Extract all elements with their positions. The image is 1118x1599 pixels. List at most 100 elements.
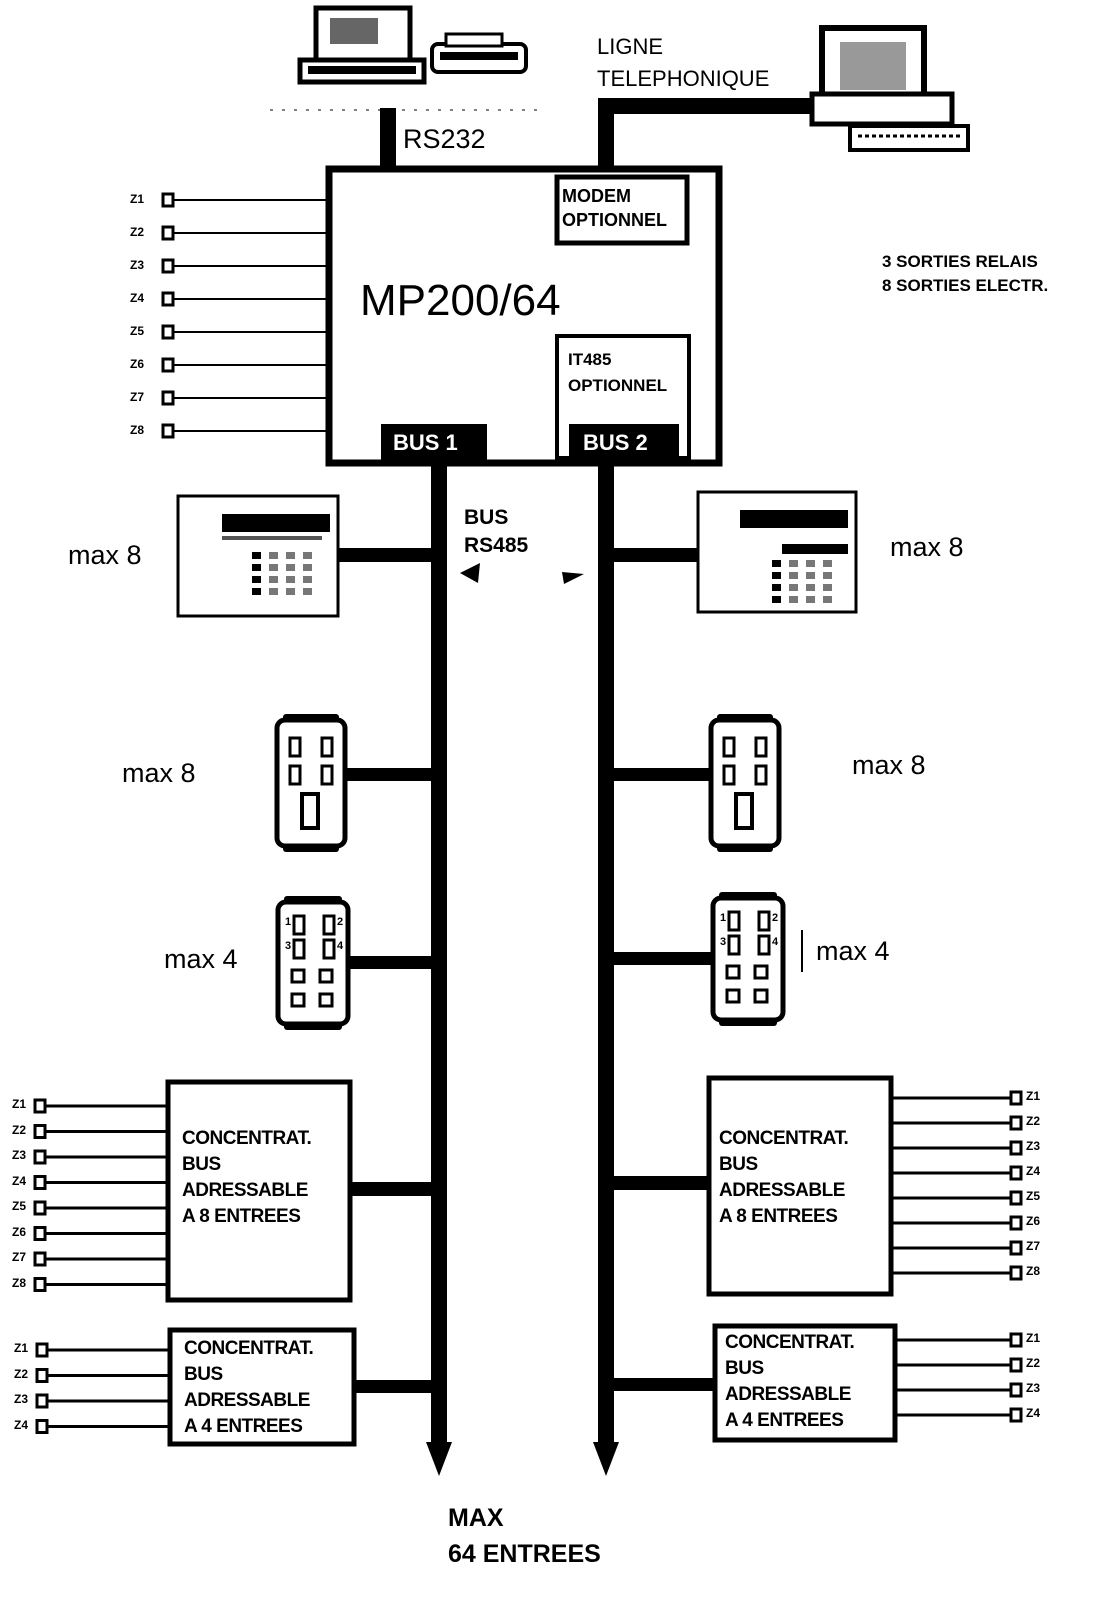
right-conc8-zone-label: Z1: [1026, 1089, 1041, 1103]
concentrator-zone-wires: [33, 1090, 1023, 1434]
printer-icon: [430, 32, 528, 74]
bus2-block: [569, 424, 679, 460]
right-conc4-line: CONCENTRAT.: [725, 1332, 855, 1353]
main-unit-title: MP200/64: [360, 276, 561, 325]
left-conc8-zone-label: Z7: [12, 1250, 27, 1264]
expander-left-number: 3: [285, 940, 292, 952]
it485-label-1: IT485: [568, 350, 612, 369]
right-conc4-zone-label: Z3: [1026, 1381, 1041, 1395]
right-conc8-line: A 8 ENTREES: [719, 1206, 838, 1227]
right-conc4-zone-label: Z2: [1026, 1356, 1041, 1370]
keypad-right-icon: [696, 490, 858, 614]
left-conc4-zone-label: Z1: [14, 1341, 29, 1355]
main-zone-label: Z6: [130, 357, 145, 371]
main-zone-label: Z5: [130, 324, 145, 338]
main-zone-label: Z2: [130, 225, 145, 239]
left-conc4-zone-label: Z3: [14, 1392, 29, 1406]
left-conc4-zone-label: Z2: [14, 1366, 29, 1381]
bus2-label: BUS 2: [583, 430, 648, 455]
expander-left-number: 1: [285, 916, 292, 928]
left-conc8-line: BUS: [182, 1154, 221, 1175]
laptop-icon: [297, 5, 427, 85]
expander-right-number: 1: [720, 912, 727, 924]
left-keypad-max: max 8: [68, 540, 142, 570]
reader-left-icon: [274, 714, 348, 852]
right-conc8-zone-label: Z7: [1026, 1239, 1041, 1253]
expander-right-icon: [710, 892, 786, 1026]
left-conc8-zone-label: Z5: [12, 1199, 27, 1213]
outputs-label-2: 8 SORTIES ELECTR.: [882, 276, 1049, 295]
right-conc8-line: CONCENTRAT.: [719, 1128, 849, 1149]
phone-line-label-1: LIGNE: [597, 34, 664, 59]
left-conc4-line: BUS: [184, 1364, 223, 1385]
footer-entries: 64 ENTREES: [448, 1540, 601, 1568]
it485-label-2: OPTIONNEL: [568, 376, 668, 395]
left-reader-max: max 8: [122, 758, 196, 788]
left-conc8-box: [165, 1079, 353, 1303]
main-zone-label: Z7: [130, 390, 145, 404]
right-conc4-zone-label: Z4: [1026, 1406, 1041, 1420]
right-conc8-line: BUS: [719, 1154, 758, 1175]
bus-rs485-label-2: RS485: [464, 534, 529, 557]
rs232-label: RS232: [403, 124, 486, 154]
reader-right-icon: [708, 714, 782, 852]
right-conc4-zone-label: Z1: [1026, 1331, 1041, 1345]
right-conc8-zone-label: Z5: [1026, 1189, 1041, 1203]
expander-left-number: 2: [337, 916, 344, 928]
keypad-left-icon: [176, 494, 340, 618]
main-zone-label: Z4: [130, 291, 145, 305]
phone-line-label-2: TELEPHONIQUE: [597, 66, 770, 91]
right-conc4-line: ADRESSABLE: [725, 1384, 851, 1405]
right-conc8-box: [706, 1075, 894, 1297]
left-conc4-zone-label: Z4: [14, 1417, 29, 1432]
left-conc8-zone-label: Z6: [12, 1224, 27, 1239]
left-expander-max: max 4: [164, 944, 238, 974]
main-zone-label: Z3: [130, 258, 145, 272]
left-conc4-line: CONCENTRAT.: [184, 1338, 314, 1359]
left-conc8-zone-label: Z1: [12, 1097, 27, 1111]
arrow-right-icon: [562, 572, 584, 584]
left-conc8-line: ADRESSABLE: [182, 1180, 308, 1201]
left-conc4-line: ADRESSABLE: [184, 1390, 310, 1411]
expander-right-number: 3: [720, 936, 727, 948]
footer-max: MAX: [448, 1504, 504, 1532]
main-zone-wires: [161, 192, 329, 439]
right-reader-max: max 8: [852, 750, 926, 780]
bus1-arrow: [426, 1442, 452, 1476]
left-conc8-zone-label: Z2: [12, 1122, 27, 1137]
arrow-left-icon: [460, 563, 480, 583]
modem-label-2: OPTIONNEL: [562, 210, 668, 230]
main-zone-label: Z1: [130, 192, 145, 206]
left-conc8-line: A 8 ENTREES: [182, 1206, 301, 1227]
right-keypad-max: max 8: [890, 532, 964, 562]
right-conc4-line: BUS: [725, 1358, 764, 1379]
bus-rs485-label-1: BUS: [464, 506, 509, 529]
left-conc8-line: CONCENTRAT.: [182, 1128, 312, 1149]
right-conc4-line: A 4 ENTREES: [725, 1410, 844, 1431]
left-conc8-zone-label: Z3: [12, 1148, 27, 1162]
expander-right-number: 2: [772, 912, 779, 924]
left-conc4-box: [167, 1327, 357, 1447]
right-conc8-zone-label: Z6: [1026, 1214, 1041, 1228]
desktop-computer-icon: [809, 25, 970, 152]
right-conc8-zone-label: Z3: [1026, 1139, 1041, 1153]
right-conc8-zone-label: Z2: [1026, 1114, 1041, 1128]
left-conc8-zone-label: Z4: [12, 1173, 27, 1188]
expander-right-number: 4: [772, 936, 779, 948]
left-conc4-line: A 4 ENTREES: [184, 1416, 303, 1437]
right-expander-max: max 4: [816, 936, 890, 966]
right-conc8-line: ADRESSABLE: [719, 1180, 845, 1201]
modem-box: [554, 174, 690, 246]
right-conc8-zone-label: Z8: [1026, 1264, 1041, 1278]
expander-left-number: 4: [337, 940, 344, 952]
outputs-label-1: 3 SORTIES RELAIS: [882, 252, 1038, 271]
left-conc8-zone-label: Z8: [12, 1275, 27, 1290]
bus2-arrow: [593, 1442, 619, 1476]
bus1-label: BUS 1: [393, 430, 458, 455]
modem-label-1: MODEM: [562, 186, 631, 206]
right-conc4-box: [712, 1323, 898, 1443]
bus1-trunk: [431, 460, 447, 1450]
bus1-block: [381, 424, 487, 460]
main-zone-label: Z8: [130, 423, 145, 437]
bus2-trunk: [598, 460, 614, 1450]
